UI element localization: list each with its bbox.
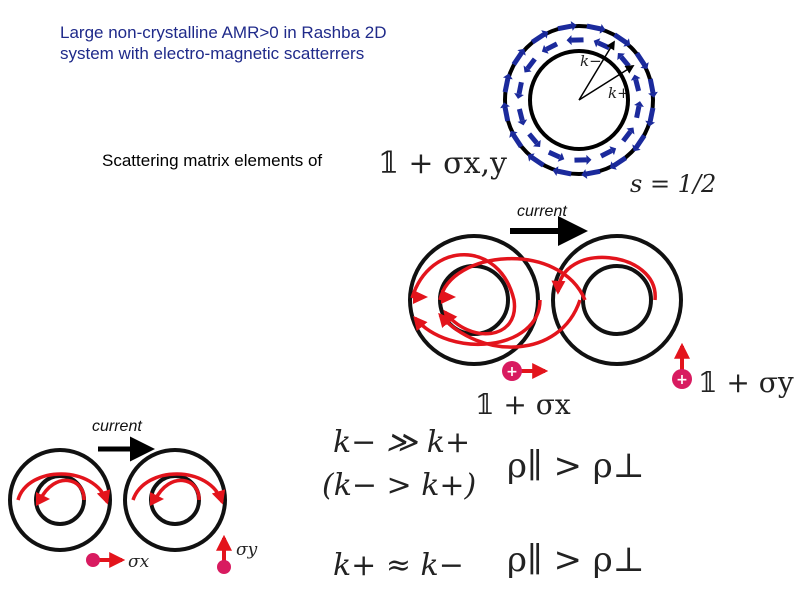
spin-arrow-shaft [549,152,560,157]
bottom-scatter-arc-3 [133,474,222,502]
arrowhead-b [441,290,456,304]
bottom-scatter-arc-1 [18,474,107,502]
bottom-circle-pair [10,450,225,550]
middle-right-outer-circle [553,236,681,364]
spin-arrows-outer [500,21,658,179]
plus-sign-2: + [676,372,688,388]
spin-arrow-shaft [519,82,521,94]
rashba-fermi-circles [500,21,658,179]
bottom-spin-marker-sigma-x [86,553,122,567]
spin-arrow-shaft [529,134,537,143]
spin-arrow-head [567,35,572,45]
scatter-arc-5 [558,257,655,300]
bottom-left-outer-circle [10,450,110,550]
spin-arrow-shaft [519,109,522,121]
bottom-right-outer-circle [125,450,225,550]
spin-arrow-shaft [505,78,508,92]
spin-arrow-shaft [587,26,601,29]
bottom-spin-marker-sigma-y [217,538,231,574]
spin-arrow-shaft [636,136,644,148]
spin-arrow-shaft [558,26,572,29]
spin-arrow-shaft [513,135,521,147]
bottom-scatter-arc-4 [155,480,199,500]
spin-arrow-head [586,155,591,165]
plus-sign-1: + [506,364,518,380]
spin-arrow-shaft [514,53,522,65]
spin-arrow-shaft [623,131,630,141]
spin-marker-sigma-x: + [502,361,545,381]
spin-arrow-shaft [546,44,557,49]
spin-arrow-shaft [636,79,639,91]
spin-arrow-shaft [505,107,508,121]
spin-arrow-shaft [532,34,544,42]
middle-right-inner-circle [583,266,651,334]
spin-arrow-shaft [637,106,639,118]
spin-arrow-shaft [598,43,609,48]
spin-arrow-shaft [586,171,600,174]
bottom-scatter-arc-2 [40,480,84,500]
arrowhead-a [413,290,428,304]
scatter-arc-4 [415,300,540,344]
spin-arrow-shaft [621,57,629,66]
spin-arrow-shaft [614,158,626,166]
spin-arrow-shaft [528,59,535,69]
middle-circle-pair [410,236,681,364]
spin-arrow-shaft [532,157,544,165]
spin-arrow-shaft [615,35,627,43]
spin-arrow-shaft [650,108,653,122]
spin-arrow-shaft [601,151,612,156]
spin-arrow-shaft [637,53,645,65]
spin-arrow-shaft [557,171,571,174]
spin-arrow-shaft [650,79,653,93]
spin-marker-sigma-y: + [672,346,692,389]
